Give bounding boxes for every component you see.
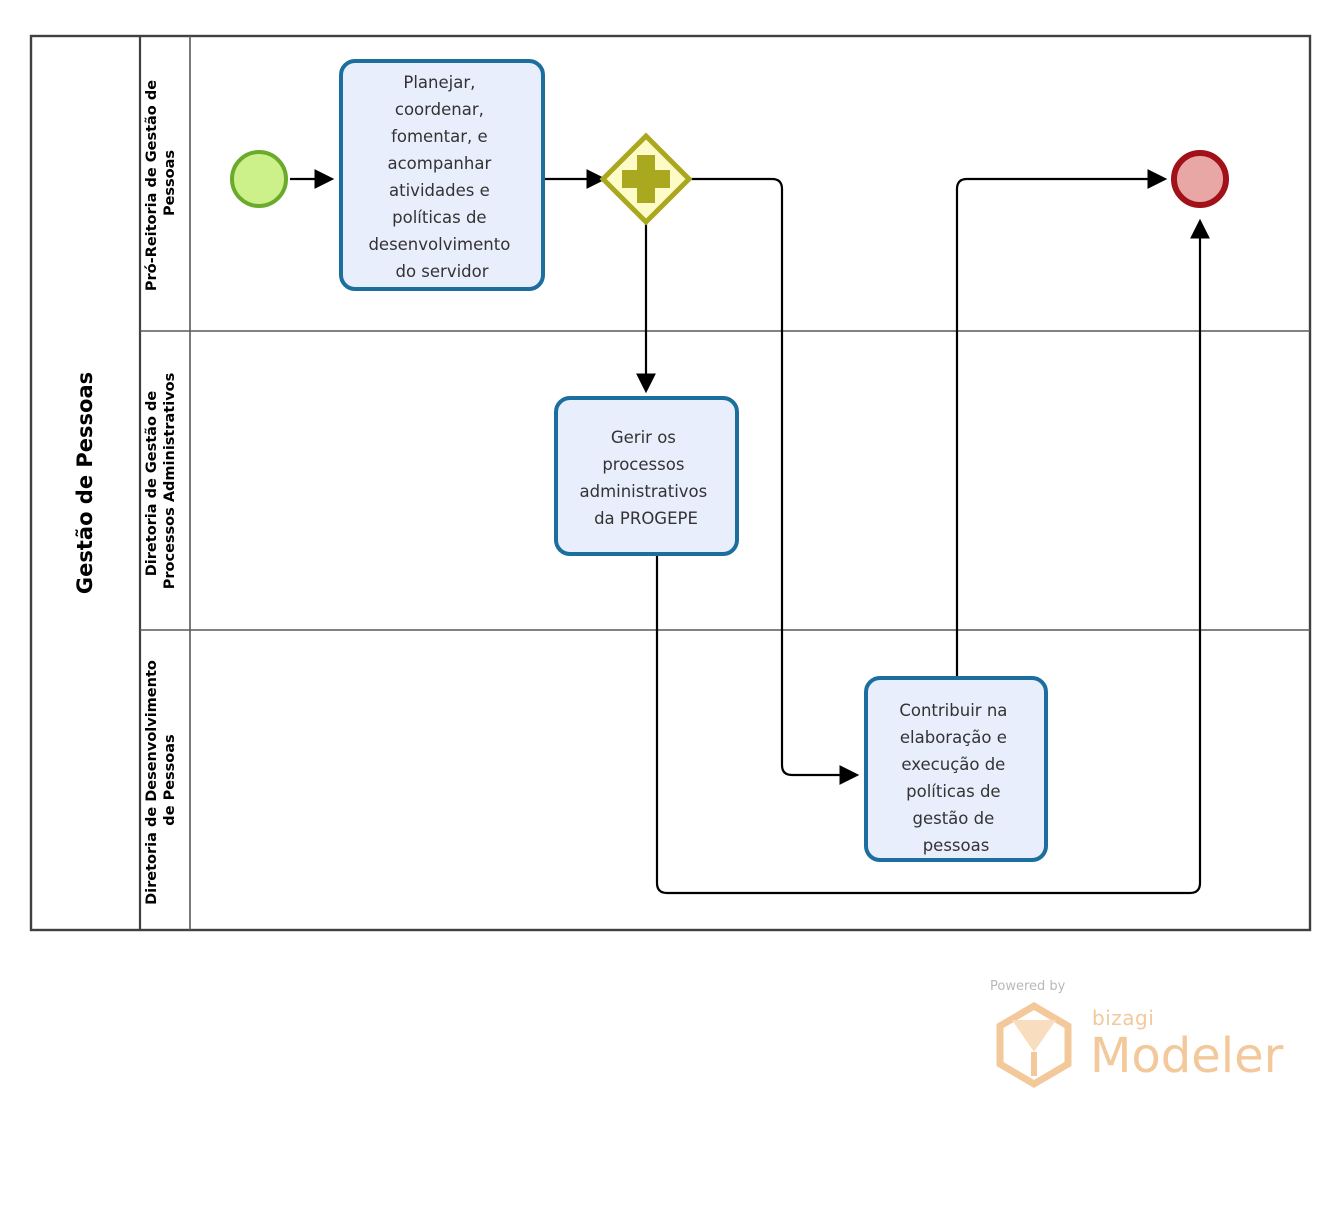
- task-planejar-label: Planejar, coordenar, fomentar, e acompan…: [368, 73, 515, 281]
- task-gerir-label: Gerir os processos administrativos da PR…: [579, 428, 712, 528]
- bizagi-watermark: Powered by bizagi Modeler: [990, 979, 1284, 1089]
- bizagi-hexagon-icon: [996, 1001, 1072, 1089]
- flow-gerir-to-end[interactable]: [655, 218, 1210, 895]
- lane-label-1: Pró-Reitoria de Gestão de Pessoas: [144, 75, 178, 291]
- lane-pro-reitoria[interactable]: Pró-Reitoria de Gestão de Pessoas: [140, 36, 1310, 332]
- task-planejar[interactable]: Planejar, coordenar, fomentar, e acompan…: [339, 59, 545, 291]
- parallel-gateway[interactable]: [599, 132, 693, 226]
- flow-contribuir-to-end[interactable]: [955, 169, 1168, 676]
- powered-by-label: Powered by: [990, 979, 1066, 994]
- bizagi-wordmark: bizagi: [1092, 1006, 1154, 1030]
- task-contribuir[interactable]: Contribuir na elaboração e execução de p…: [864, 676, 1048, 862]
- pool-title: Gestão de Pessoas: [73, 372, 97, 594]
- flow-gateway-to-contribuir[interactable]: [690, 177, 860, 785]
- modeler-wordmark: Modeler: [1090, 1028, 1284, 1084]
- lane-label-2: Diretoria de Gestão de Processos Adminis…: [144, 373, 178, 590]
- task-gerir-shape: [554, 396, 739, 556]
- lane-diretoria-desenvolvimento-pessoas[interactable]: Diretoria de Desenvolvimento de Pessoas: [144, 630, 191, 930]
- task-contribuir-label: Contribuir na elaboração e execução de p…: [899, 701, 1012, 855]
- task-gerir[interactable]: Gerir os processos administrativos da PR…: [554, 396, 739, 556]
- lanes-group: Pró-Reitoria de Gestão de Pessoas Direto…: [140, 36, 1310, 930]
- start-event-circle: [230, 150, 288, 208]
- task-planejar-shape: [339, 59, 545, 291]
- lane-label-3: Diretoria de Desenvolvimento de Pessoas: [144, 655, 178, 905]
- end-event-circle: [1171, 150, 1229, 208]
- lane-diretoria-processos-administrativos[interactable]: Diretoria de Gestão de Processos Adminis…: [140, 331, 1310, 631]
- sequence-flows: [290, 169, 1210, 895]
- plus-icon: [622, 155, 670, 203]
- end-event[interactable]: [1171, 150, 1229, 208]
- task-contribuir-shape: [864, 676, 1048, 862]
- start-event[interactable]: [230, 150, 288, 208]
